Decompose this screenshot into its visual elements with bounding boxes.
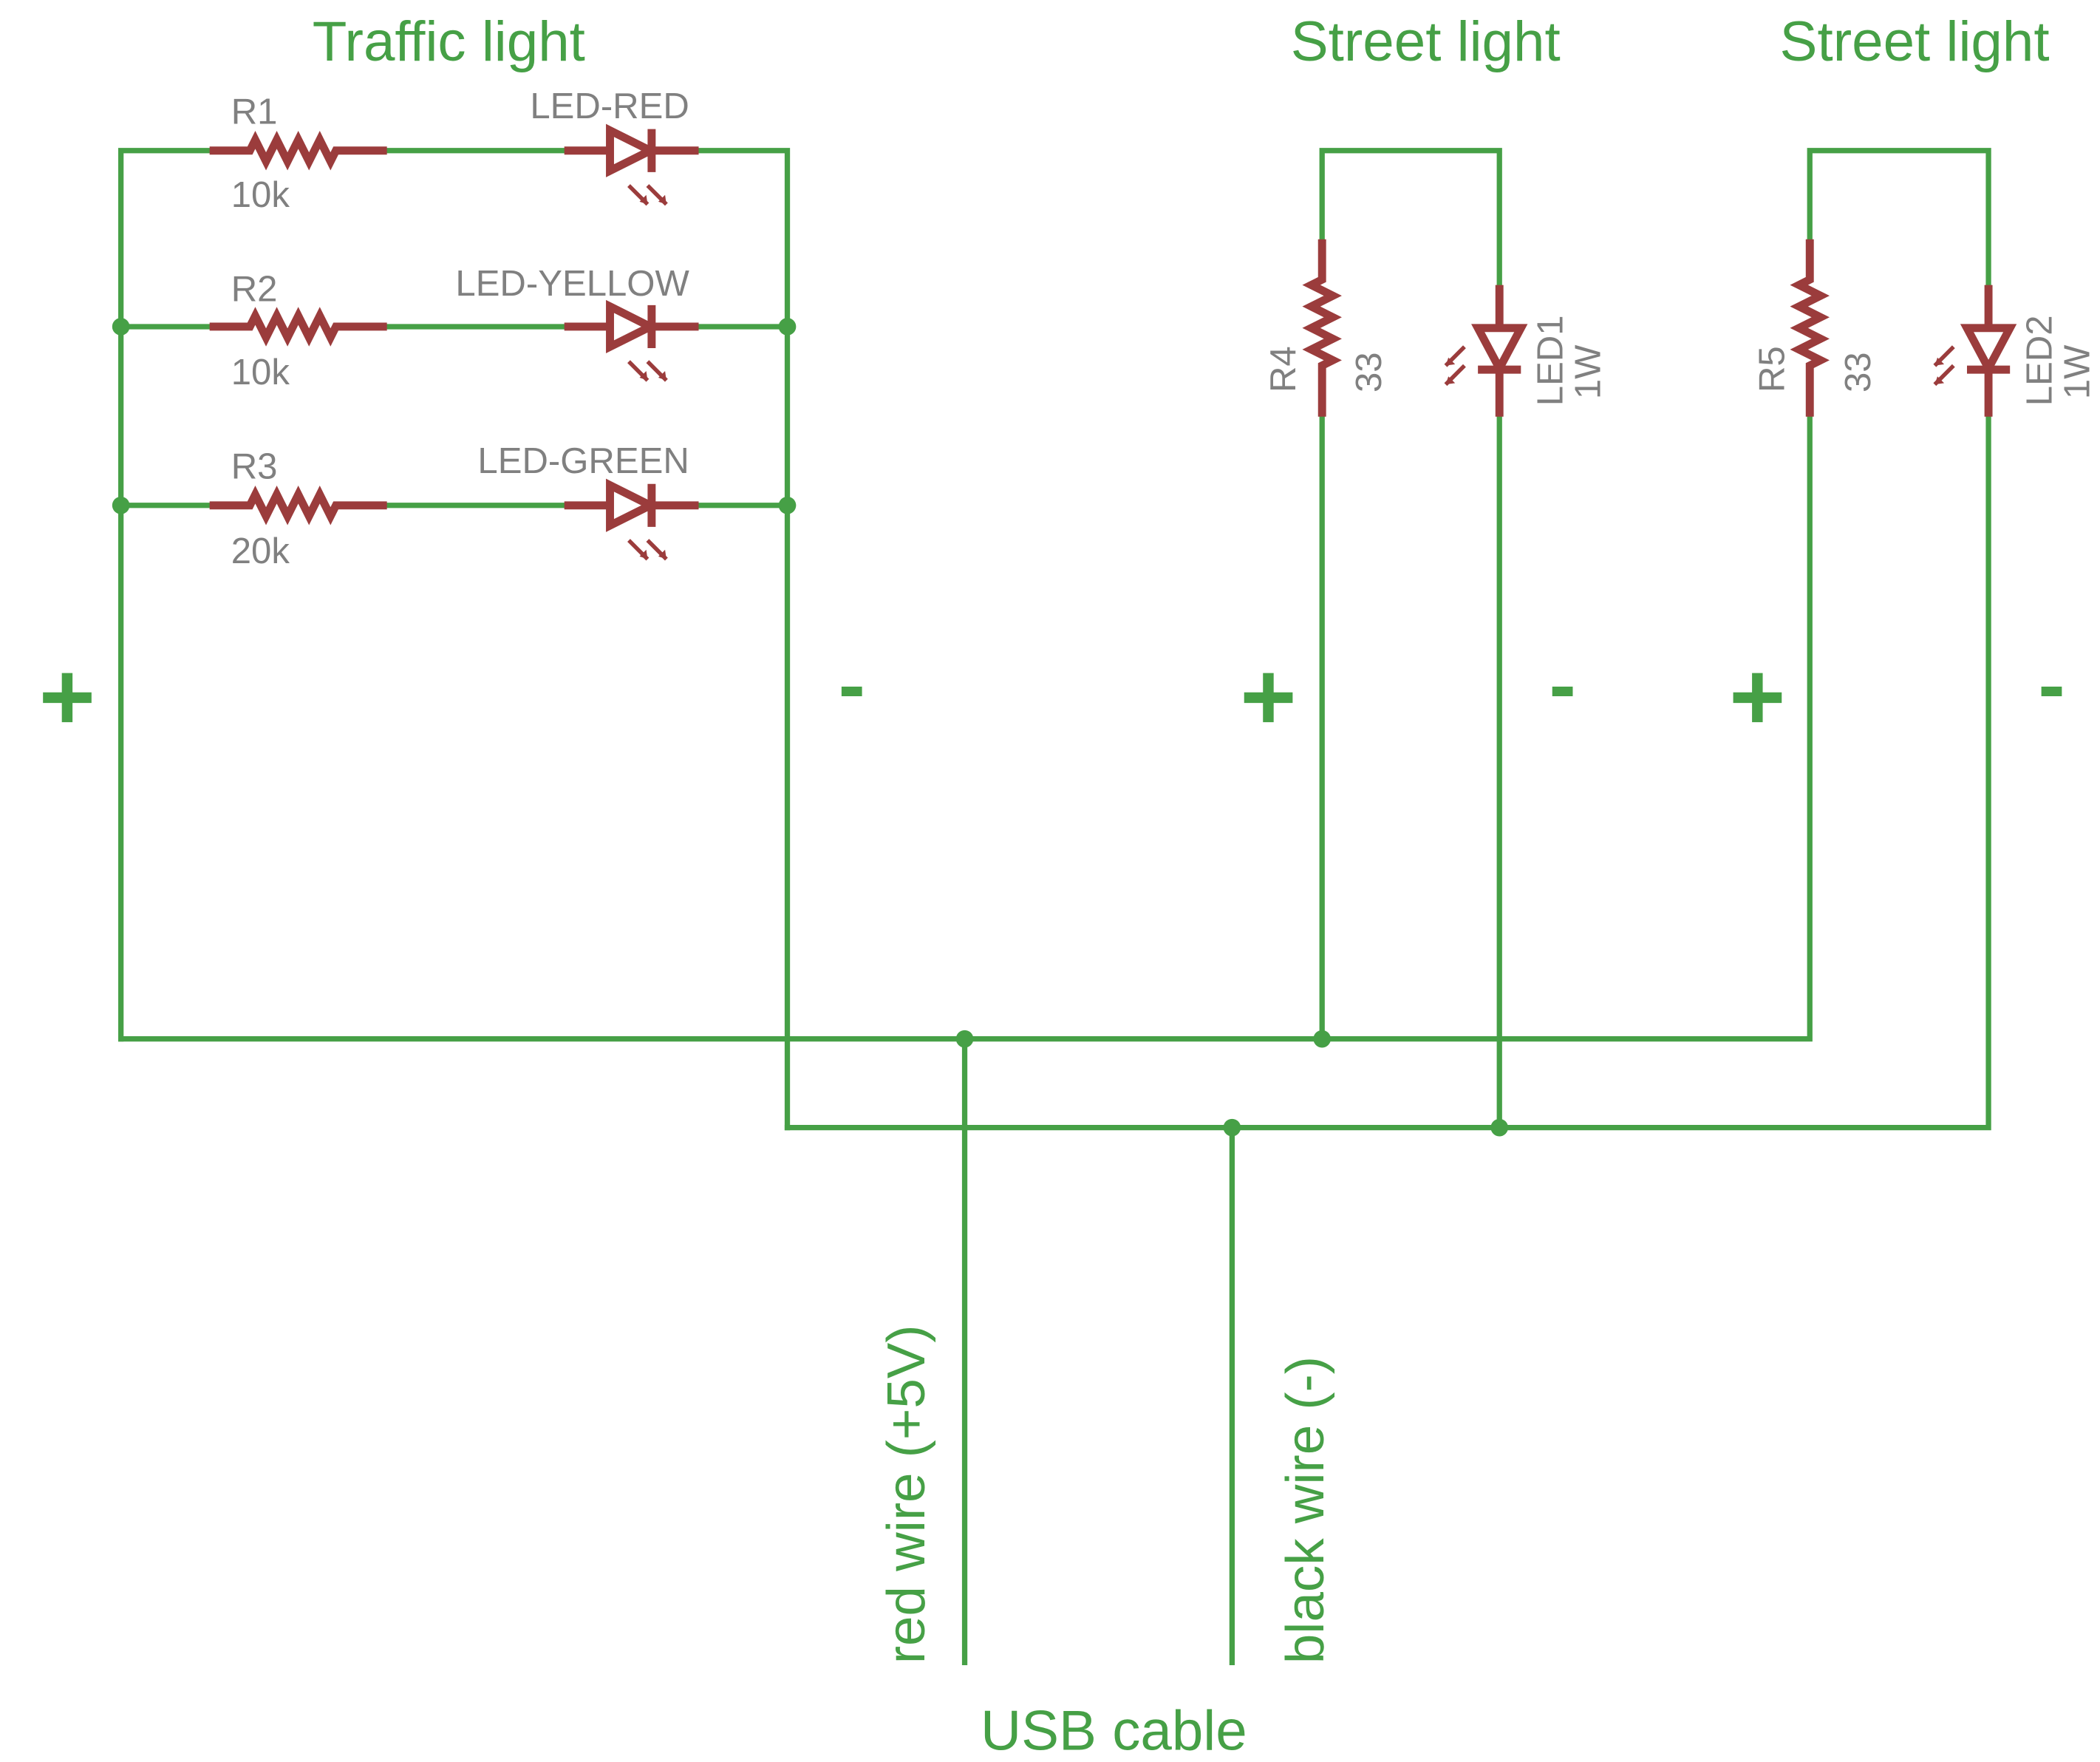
r5-value: 33 xyxy=(1838,352,1878,392)
section-title-traffic-light: Traffic light xyxy=(313,10,585,73)
resistor-r3 xyxy=(209,486,387,525)
resistor-r2 xyxy=(209,307,387,347)
traffic-plus-sign: + xyxy=(39,642,95,750)
street2-minus-sign: - xyxy=(2038,640,2065,730)
r1-value: 10k xyxy=(231,175,290,215)
r4-name: R4 xyxy=(1264,346,1303,392)
led-red-name: LED-RED xyxy=(530,86,689,126)
led-red xyxy=(564,123,699,206)
led-yellow-name: LED-YELLOW xyxy=(455,264,689,304)
led1-value: 1W xyxy=(1569,344,1609,399)
r3-value: 20k xyxy=(231,531,290,571)
r5-name: R5 xyxy=(1753,346,1793,392)
wires xyxy=(118,148,1991,1665)
r4-value: 33 xyxy=(1349,352,1389,392)
street1-plus-sign: + xyxy=(1240,642,1296,750)
junctions xyxy=(112,318,1509,1137)
usb-cable-label: USB cable xyxy=(981,1700,1247,1762)
resistor-r1 xyxy=(209,131,387,171)
traffic-positive-rail xyxy=(118,148,213,1042)
street1-minus-sign: - xyxy=(1550,640,1576,730)
r2-value: 10k xyxy=(231,353,290,392)
junction-dot xyxy=(1313,1030,1332,1048)
r3-name: R3 xyxy=(231,446,278,486)
street2-top xyxy=(1807,148,1991,288)
traffic-minus-sign: - xyxy=(839,640,865,730)
resistor-r5 xyxy=(1790,239,1830,417)
street2-plus-sign: + xyxy=(1729,642,1785,750)
led-yellow xyxy=(564,299,699,382)
led2 xyxy=(1933,285,2017,417)
led-green xyxy=(564,478,699,561)
junction-dot xyxy=(112,318,130,336)
street2-led2-down xyxy=(784,368,1991,1131)
r2-name: R2 xyxy=(231,269,278,309)
junction-dot xyxy=(955,1030,974,1048)
junction-dot xyxy=(112,496,130,514)
r1-name: R1 xyxy=(231,92,278,132)
traffic-negative-rail xyxy=(695,148,791,1131)
resistor-r4 xyxy=(1302,239,1342,417)
red-wire-label: red wire (+5V) xyxy=(876,1324,936,1664)
junction-dot xyxy=(778,496,797,514)
led2-value: 1W xyxy=(2057,344,2097,399)
junction-dot xyxy=(1223,1118,1241,1137)
junction-dot xyxy=(1490,1118,1509,1137)
street1-top xyxy=(1319,148,1502,288)
junction-dot xyxy=(778,318,797,336)
section-title-street-light-2: Street light xyxy=(1780,10,2050,73)
led-green-name: LED-GREEN xyxy=(477,441,689,481)
led1 xyxy=(1444,285,1528,417)
black-wire-label: black wire (-) xyxy=(1275,1356,1335,1664)
led2-name: LED2 xyxy=(2020,315,2060,406)
led1-name: LED1 xyxy=(1531,315,1571,406)
street2-r5-down xyxy=(118,414,1813,1042)
section-title-street-light-1: Street light xyxy=(1291,10,1561,73)
